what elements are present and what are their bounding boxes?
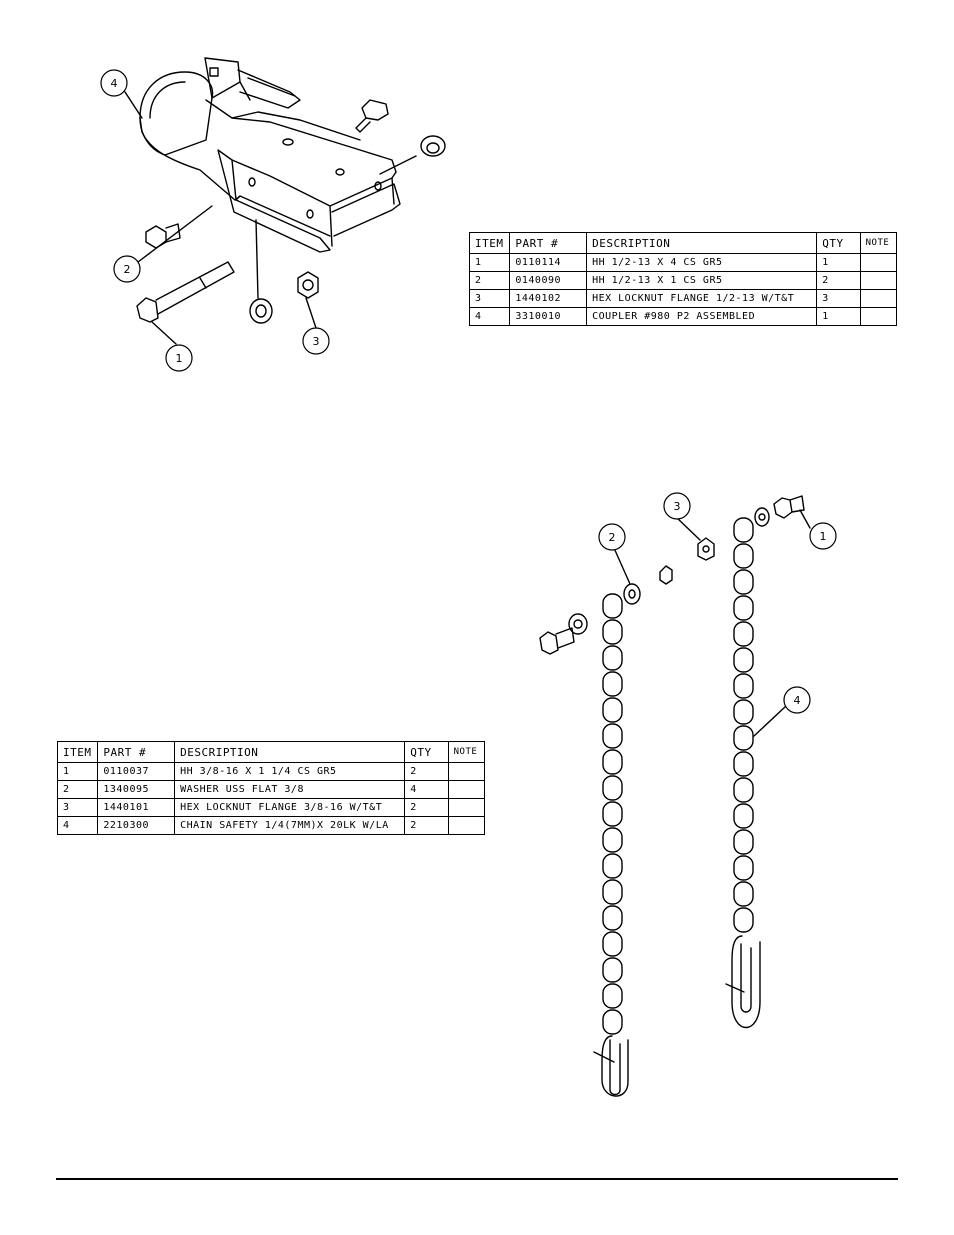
note-cell xyxy=(447,798,486,817)
part-cell: 0110037 xyxy=(97,762,176,781)
description-cell: HH 1/2-13 X 4 CS GR5 xyxy=(586,253,818,272)
callout-number: 3 xyxy=(674,500,681,513)
part-cell: 1440101 xyxy=(97,798,176,817)
part-cell: 2210300 xyxy=(97,816,176,835)
item-cell: 1 xyxy=(468,253,511,272)
column-header-part: PART # xyxy=(509,232,588,254)
callout-number: 4 xyxy=(111,77,118,90)
callout-balloon: 3 xyxy=(302,327,330,355)
callout-number: 2 xyxy=(609,531,616,544)
description-cell: HH 1/2-13 X 1 CS GR5 xyxy=(586,271,818,290)
footer-rule xyxy=(56,1178,898,1180)
chain-parts-table: ITEM PART # DESCRIPTION QTY NOTE 1 01100… xyxy=(56,741,486,835)
column-header-qty: QTY xyxy=(404,741,449,763)
qty-cell: 1 xyxy=(816,253,861,272)
callout-balloon: 4 xyxy=(100,69,128,97)
note-cell xyxy=(447,780,486,799)
note-cell xyxy=(859,289,898,308)
item-cell: 2 xyxy=(468,271,511,290)
item-cell: 3 xyxy=(468,289,511,308)
table-header-row: ITEM PART # DESCRIPTION QTY NOTE xyxy=(468,232,898,254)
column-header-description: DESCRIPTION xyxy=(174,741,406,763)
table-row: 4 3310010 COUPLER #980 P2 ASSEMBLED 1 xyxy=(468,307,898,326)
qty-cell: 2 xyxy=(404,762,449,781)
description-cell: COUPLER #980 P2 ASSEMBLED xyxy=(586,307,818,326)
qty-cell: 2 xyxy=(404,816,449,835)
description-cell: CHAIN SAFETY 1/4(7MM)X 20LK W/LA xyxy=(174,816,406,835)
callout-balloon: 2 xyxy=(598,523,626,551)
column-header-note: NOTE xyxy=(859,232,898,254)
callout-number: 1 xyxy=(176,352,183,365)
item-cell: 1 xyxy=(56,762,99,781)
note-cell xyxy=(859,271,898,290)
callout-balloon: 4 xyxy=(783,686,811,714)
description-cell: HEX LOCKNUT FLANGE 1/2-13 W/T&T xyxy=(586,289,818,308)
table-row: 1 0110037 HH 3/8-16 X 1 1/4 CS GR5 2 xyxy=(56,762,486,781)
item-cell: 3 xyxy=(56,798,99,817)
callout-number: 3 xyxy=(313,335,320,348)
chain-callouts: 2 3 1 4 xyxy=(598,492,837,714)
coupler-parts-table: ITEM PART # DESCRIPTION QTY NOTE 1 01101… xyxy=(468,232,898,326)
description-cell: HEX LOCKNUT FLANGE 3/8-16 W/T&T xyxy=(174,798,406,817)
coupler-assembly-drawing xyxy=(124,57,446,345)
note-cell xyxy=(447,816,486,835)
description-cell: HH 3/8-16 X 1 1/4 CS GR5 xyxy=(174,762,406,781)
description-cell: WASHER USS FLAT 3/8 xyxy=(174,780,406,799)
part-cell: 1340095 xyxy=(97,780,176,799)
note-cell xyxy=(859,253,898,272)
note-cell xyxy=(447,762,486,781)
callout-balloon: 3 xyxy=(663,492,691,520)
callout-balloon: 1 xyxy=(809,522,837,550)
callout-number: 4 xyxy=(794,694,801,707)
qty-cell: 4 xyxy=(404,780,449,799)
coupler-callouts: 4 2 1 3 xyxy=(100,69,330,372)
table-row: 4 2210300 CHAIN SAFETY 1/4(7MM)X 20LK W/… xyxy=(56,816,486,835)
column-header-note: NOTE xyxy=(447,741,486,763)
callout-number: 1 xyxy=(820,530,827,543)
table-row: 3 1440102 HEX LOCKNUT FLANGE 1/2-13 W/T&… xyxy=(468,289,898,308)
note-cell xyxy=(859,307,898,326)
table-row: 2 0140090 HH 1/2-13 X 1 CS GR5 2 xyxy=(468,271,898,290)
column-header-item: ITEM xyxy=(468,232,511,254)
item-cell: 4 xyxy=(56,816,99,835)
qty-cell: 2 xyxy=(404,798,449,817)
callout-balloon: 1 xyxy=(165,344,193,372)
part-cell: 1440102 xyxy=(509,289,588,308)
item-cell: 2 xyxy=(56,780,99,799)
part-cell: 0140090 xyxy=(509,271,588,290)
callout-number: 2 xyxy=(124,263,131,276)
part-cell: 3310010 xyxy=(509,307,588,326)
part-cell: 0110114 xyxy=(509,253,588,272)
callout-balloon: 2 xyxy=(113,255,141,283)
table-row: 1 0110114 HH 1/2-13 X 4 CS GR5 1 xyxy=(468,253,898,272)
qty-cell: 3 xyxy=(816,289,861,308)
column-header-part: PART # xyxy=(97,741,176,763)
table-row: 3 1440101 HEX LOCKNUT FLANGE 3/8-16 W/T&… xyxy=(56,798,486,817)
qty-cell: 2 xyxy=(816,271,861,290)
item-cell: 4 xyxy=(468,307,511,326)
table-header-row: ITEM PART # DESCRIPTION QTY NOTE xyxy=(56,741,486,763)
column-header-qty: QTY xyxy=(816,232,861,254)
chain-assembly-drawing xyxy=(539,495,811,1097)
column-header-item: ITEM xyxy=(56,741,99,763)
column-header-description: DESCRIPTION xyxy=(586,232,818,254)
table-row: 2 1340095 WASHER USS FLAT 3/8 4 xyxy=(56,780,486,799)
qty-cell: 1 xyxy=(816,307,861,326)
